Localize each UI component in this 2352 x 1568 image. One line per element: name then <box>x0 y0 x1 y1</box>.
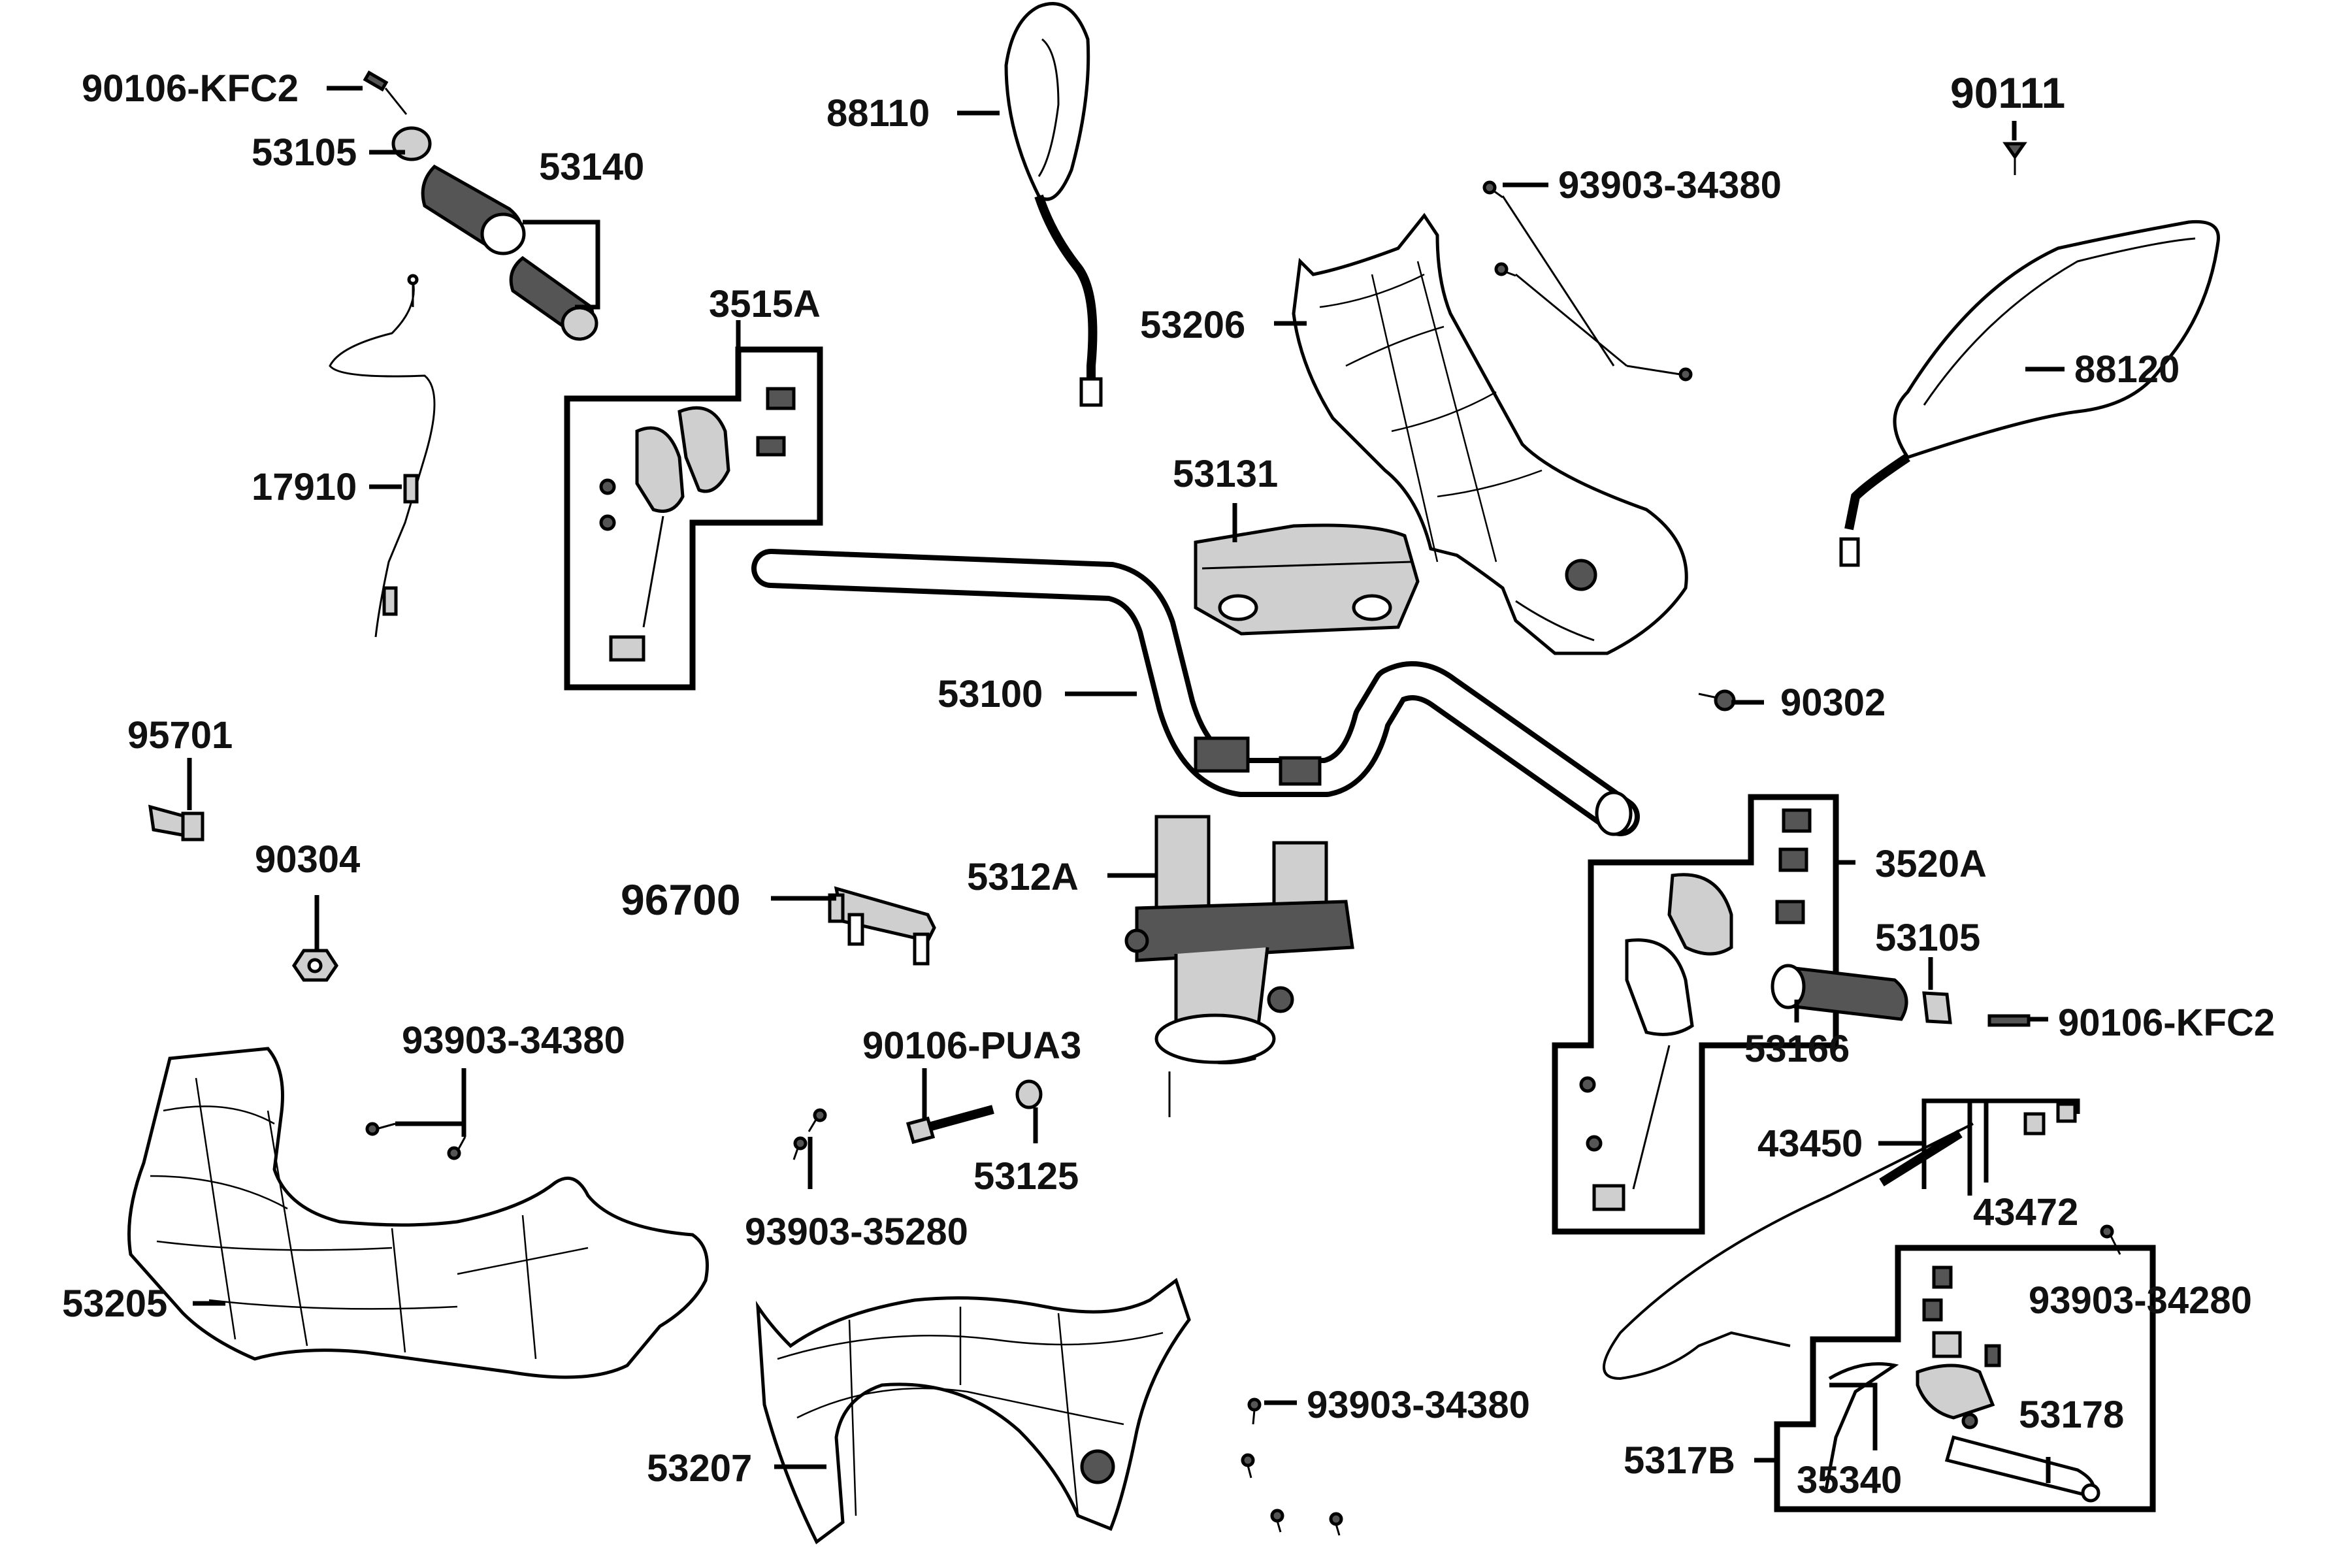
label-53131: 53131 <box>1173 453 1278 495</box>
part-number-labels: 90106-KFC2 53105 53140 17910 3515A 88110… <box>62 67 2275 1501</box>
label-95701: 95701 <box>127 714 233 757</box>
brake-lever-assembly-drawing <box>1774 1245 2156 1512</box>
left-switch-assembly-drawing <box>564 346 823 691</box>
label-88120: 88120 <box>2074 348 2180 391</box>
label-90106-kfc2-right: 90106-KFC2 <box>2058 1002 2275 1044</box>
left-throttle-grip-drawing <box>363 70 598 341</box>
label-53100: 53100 <box>938 673 1043 715</box>
bolt-95701-drawing <box>148 804 204 841</box>
bolt-90302-drawing <box>1698 689 1736 711</box>
throttle-cable-drawing <box>329 274 436 638</box>
label-3515a: 3515A <box>709 283 821 325</box>
label-90111: 90111 <box>1950 69 2065 117</box>
handlebar-tube-drawing <box>751 549 1640 836</box>
label-5312a: 5312A <box>967 856 1079 898</box>
label-88110: 88110 <box>826 92 930 135</box>
label-17910: 17910 <box>252 466 357 508</box>
label-53205: 53205 <box>62 1282 167 1325</box>
label-5317b: 5317B <box>1624 1439 1735 1482</box>
label-96700: 96700 <box>621 875 741 924</box>
label-90304: 90304 <box>255 838 360 881</box>
label-53206: 53206 <box>1140 304 1245 346</box>
label-35340: 35340 <box>1797 1459 1902 1501</box>
label-90106-kfc2-top: 90106-KFC2 <box>82 67 299 110</box>
right-mirror-drawing <box>1839 220 2220 567</box>
label-53105-right: 53105 <box>1875 917 1980 959</box>
label-3520a: 3520A <box>1875 843 1987 885</box>
screws-93903-35280-drawing <box>792 1108 827 1160</box>
bolt-90106-pua3-drawing <box>906 1079 1043 1145</box>
label-90106-pua3: 90106-PUA3 <box>862 1024 1081 1067</box>
label-53140: 53140 <box>539 146 644 188</box>
label-43450: 43450 <box>1757 1122 1863 1165</box>
label-93903-34380-top: 93903-34380 <box>1558 164 1782 206</box>
right-grip-drawing <box>1771 964 2031 1027</box>
label-53166: 53166 <box>1744 1028 1850 1070</box>
label-53105-top: 53105 <box>252 131 357 174</box>
label-43472: 43472 <box>1973 1191 2078 1233</box>
label-93903-34380-bottom: 93903-34380 <box>1307 1384 1530 1426</box>
mirror-screw-drawing <box>2002 142 2027 175</box>
front-upper-cover-drawing <box>1292 212 1688 655</box>
label-53207: 53207 <box>647 1447 752 1490</box>
front-lower-cover-drawing <box>127 1047 709 1379</box>
left-cover-screws-drawing <box>365 1122 466 1160</box>
brake-cable-drawing <box>1603 1102 2077 1380</box>
label-93903-34380-left: 93903-34380 <box>402 1019 625 1062</box>
rear-cover-drawing <box>755 1277 1191 1544</box>
left-mirror-drawing <box>1004 2 1103 407</box>
leader-lines <box>187 86 2080 1483</box>
top-cover-screws-drawing <box>1482 180 1693 382</box>
screw-93903-34280-drawing <box>2100 1224 2121 1255</box>
label-93903-35280: 93903-35280 <box>745 1211 968 1253</box>
nut-90304-drawing <box>291 949 339 982</box>
handlebar-clamp-drawing <box>1194 523 1420 636</box>
bottom-cover-screws-drawing <box>1241 1397 1343 1536</box>
steering-stem-drawing <box>1124 815 1354 1117</box>
label-90302: 90302 <box>1780 681 1886 724</box>
label-53178: 53178 <box>2019 1394 2124 1436</box>
bracket-96700-drawing <box>828 886 936 966</box>
label-53125: 53125 <box>973 1155 1079 1198</box>
right-switch-assembly-drawing <box>1552 794 1839 1235</box>
label-93903-34280: 93903-34280 <box>2029 1279 2252 1322</box>
